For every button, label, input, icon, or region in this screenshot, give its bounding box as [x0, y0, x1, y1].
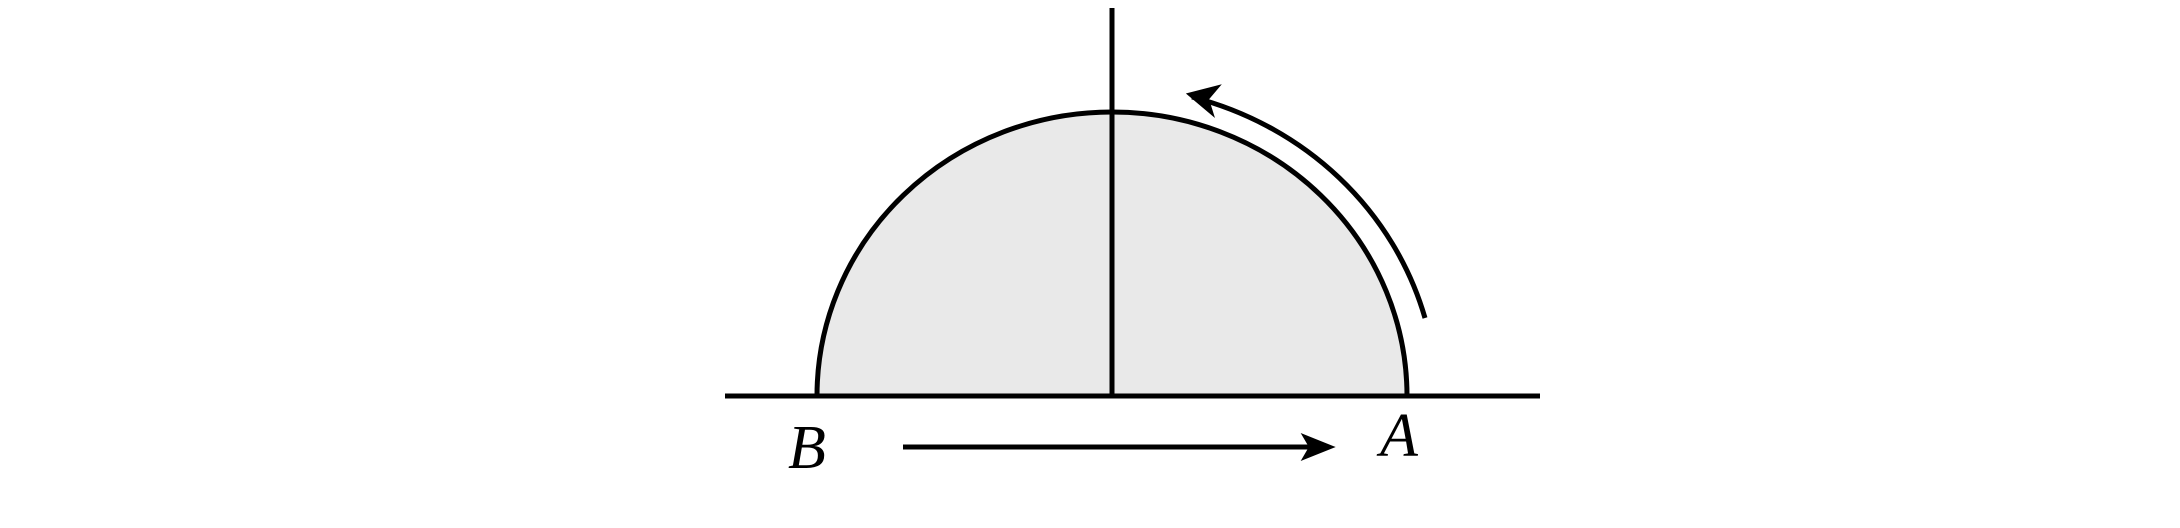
label-point-a: A — [1376, 402, 1419, 470]
rightward-arrowhead — [1300, 432, 1336, 462]
label-point-b: B — [788, 414, 826, 482]
counterclockwise-arrow — [1191, 94, 1428, 319]
counterclockwise-arrowhead — [1185, 84, 1222, 118]
